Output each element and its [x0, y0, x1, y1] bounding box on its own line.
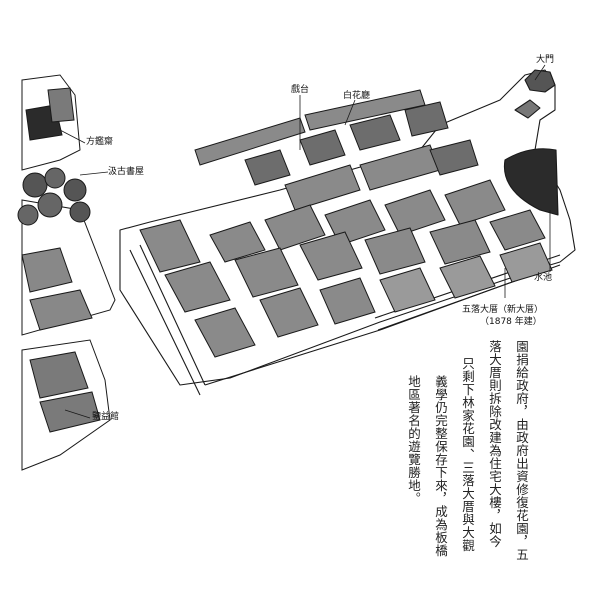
baihua-hall-label: 白花廳 — [343, 91, 371, 101]
water-pond-label: 水池 — [534, 273, 553, 283]
wuluo-year-label: （1878 年建） — [480, 317, 542, 327]
opera-stage-label: 戲台 — [291, 85, 310, 95]
body-text-column-4: 義學仍完整保存下來，成為板橋 — [433, 375, 448, 557]
body-text-column-3: 只剩下林家花園、三落大厝與大觀 — [460, 357, 475, 552]
laigu-study-label: 汲古書屋 — [108, 167, 145, 177]
main-gate-label: 大門 — [536, 55, 555, 65]
body-text-column-5: 地區著名的遊覽勝地。 — [406, 375, 421, 505]
dingyi-hall-label: 鑒益館 — [92, 412, 120, 422]
fangjian-pavilion-label: 方鑑齋 — [86, 137, 114, 147]
body-text-column-1: 園捐給政府，由政府出資修復花園，五 — [514, 340, 529, 561]
body-text-column-2: 落大厝則拆除改建為住宅大樓，如今 — [487, 340, 502, 548]
wuluo-mansion-label: 五落大厝（新大厝） — [462, 305, 544, 315]
